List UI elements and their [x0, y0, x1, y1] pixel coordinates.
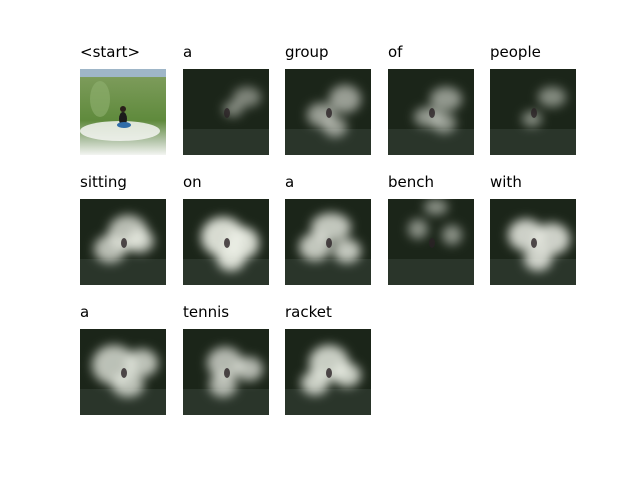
caption-word: sitting: [80, 173, 127, 191]
attention-map: [183, 329, 269, 415]
caption-word: group: [285, 43, 329, 61]
attention-map: [285, 329, 371, 415]
caption-word: racket: [285, 303, 332, 321]
original-image: [80, 69, 166, 155]
attention-map: [285, 199, 371, 285]
attention-map: [183, 69, 269, 155]
attention-map: [388, 199, 474, 285]
attention-map: [80, 329, 166, 415]
attention-map: [80, 199, 166, 285]
attention-map: [490, 199, 576, 285]
attention-map: [183, 199, 269, 285]
caption-word: a: [80, 303, 90, 321]
caption-word: people: [490, 43, 541, 61]
attention-map: [490, 69, 576, 155]
attention-map: [388, 69, 474, 155]
caption-word: on: [183, 173, 202, 191]
attention-map: [285, 69, 371, 155]
caption-word: bench: [388, 173, 435, 191]
caption-word: of: [388, 43, 403, 61]
caption-word: <start>: [80, 43, 141, 61]
caption-word: a: [183, 43, 193, 61]
caption-word: tennis: [183, 303, 230, 321]
caption-word: with: [490, 173, 522, 191]
caption-word: a: [285, 173, 295, 191]
